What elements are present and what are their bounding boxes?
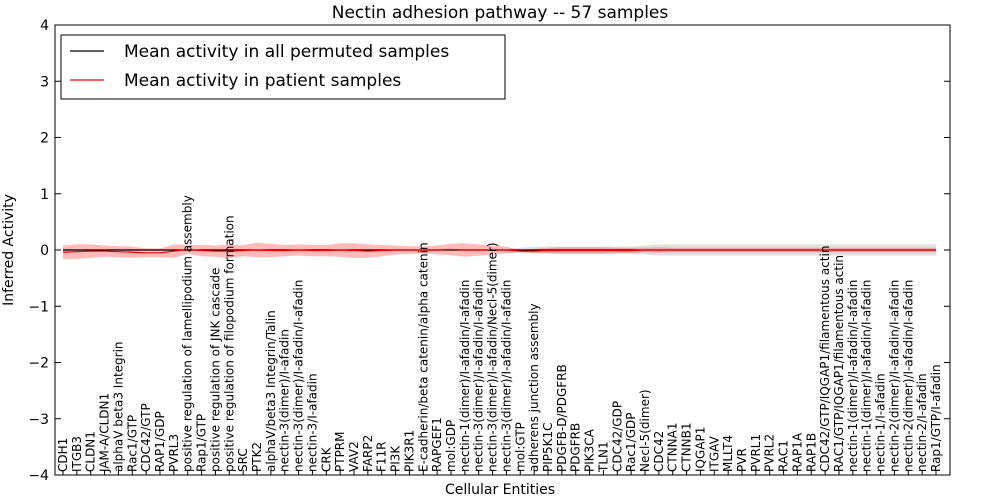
line-series-1 <box>62 248 936 254</box>
x-tick-label: nectin-3(dimer)/I-afadin/I-afadin <box>292 280 306 472</box>
legend-box <box>60 34 506 100</box>
y-tick-label: −4 <box>28 468 49 484</box>
x-tick-label: CTNNB1 <box>680 422 694 472</box>
x-tick-label: PTK2 <box>250 442 264 472</box>
x-tick-label: PVR <box>735 448 749 472</box>
y-tick-label: 1 <box>40 187 49 203</box>
x-tick-label: nectin-1/I-afadin <box>874 373 888 472</box>
x-tick-label: PIK3CA <box>583 428 597 472</box>
x-tick-label: nectin-1(dimer)/I-afadin/I-afadin <box>860 280 874 472</box>
x-tick-label: IQGAP1 <box>693 427 707 472</box>
legend: Mean activity in all permuted samples Me… <box>60 34 506 100</box>
y-axis-label: Inferred Activity <box>1 194 17 306</box>
x-tick-label: nectin-1(dimer)/I-afadin/I-afadin <box>458 280 472 472</box>
x-tick-label: CLDN1 <box>84 431 98 472</box>
x-tick-label: CTNNA1 <box>666 422 680 472</box>
x-tick-label: RAP1B <box>804 433 818 472</box>
y-tick-label: 2 <box>40 131 49 147</box>
x-tick-label: CDC42 <box>652 431 666 472</box>
x-tick-label: MLLT4 <box>721 435 735 472</box>
x-tick-label: PI3K <box>389 445 403 472</box>
x-tick-label: nectin-3(dimer)/I-afadin/Necl-5(dimer) <box>486 242 500 472</box>
x-tick-label: VAV2 <box>347 441 361 472</box>
x-tick-label: nectin-3(dimer)/I-afadin/I-afadin <box>472 280 486 472</box>
x-tick-label: PVRL3 <box>167 434 181 472</box>
x-tick-label: ITGB3 <box>70 436 84 472</box>
x-tick-label: RAPGEF1 <box>430 417 444 472</box>
x-tick-label: Rac1/GDP <box>624 413 638 472</box>
x-tick-label: RAP1/GDP <box>153 411 167 472</box>
y-tick-label: 3 <box>40 74 49 90</box>
x-tick-label: mol:GDP <box>444 420 458 472</box>
x-tick-label: Rac1/GTP <box>125 415 139 472</box>
legend-label-permuted: Mean activity in all permuted samples <box>124 42 449 62</box>
x-tick-label: nectin-1(dimer)/I-afadin/I-afadin <box>846 280 860 472</box>
x-tick-label: PIK3R1 <box>402 430 416 472</box>
x-tick-label: nectin-3(dimer)/I-afadin/I-afadin <box>499 280 513 472</box>
x-tick-label: nectin-3(dimer)/I-afadin <box>278 329 292 472</box>
y-tick-label: −2 <box>28 356 49 372</box>
y-axis-ticks: 4 3 2 1 0 −1 −2 −3 −4 <box>28 18 950 484</box>
x-tick-label: CDC42/GDP <box>610 401 624 472</box>
y-tick-label: −1 <box>28 299 49 315</box>
x-tick-label: mol:GTP <box>513 422 527 472</box>
x-tick-label: nectin-2(dimer)/I-afadin/I-afadin <box>901 280 915 472</box>
y-tick-label: 0 <box>40 243 49 259</box>
x-tick-label: Rap1/GTP <box>195 414 209 472</box>
x-tick-label: PDGFB-D/PDGFRB <box>555 364 569 472</box>
x-tick-label: Rap1/GTP/I-afadin <box>929 364 943 472</box>
x-tick-label: PVRL2 <box>763 434 777 472</box>
chart-title: Nectin adhesion pathway -- 57 samples <box>332 3 669 23</box>
x-axis-label: Cellular Entities <box>445 482 555 498</box>
x-tick-label: FARP2 <box>361 435 375 472</box>
band-series-1 <box>63 242 936 259</box>
x-tick-label: PIP5K1C <box>541 422 555 472</box>
x-tick-label: F11R <box>375 441 389 472</box>
x-tick-label: SRC <box>236 448 250 472</box>
y-tick-label: 4 <box>40 18 49 34</box>
x-tick-label: JAM-A/CLDN1 <box>98 393 112 473</box>
x-tick-label: CDC42/GTP/IQGAP1/filamentous actin <box>818 246 832 472</box>
x-tick-label: nectin-2(dimer)/I-afadin/I-afadin <box>887 280 901 472</box>
x-tick-label: PVRL1 <box>749 434 763 472</box>
x-tick-label: ITGAV <box>707 435 721 472</box>
x-tick-label: CRK <box>319 446 333 472</box>
x-tick-label: nectin-3/I-afadin <box>305 373 319 472</box>
x-tick-label: PDGFRB <box>569 423 583 472</box>
series-lines <box>62 248 936 254</box>
x-tick-label: nectin-2/I-afadin <box>915 373 929 472</box>
x-tick-label: RAP1A <box>790 432 804 472</box>
x-tick-label: CDC42/GTP <box>139 403 153 472</box>
x-tick-label: positive regulation of lamellipodium ass… <box>181 195 195 472</box>
x-tick-label: positive regulation of filopodium format… <box>222 215 236 472</box>
x-tick-label: RAC1 <box>777 440 791 472</box>
x-tick-label: E-cadherin/beta catenin/alpha catenin <box>416 242 430 472</box>
y-tick-label: −3 <box>28 412 49 428</box>
x-tick-label: CDH1 <box>56 438 70 472</box>
x-tick-label: TLN1 <box>596 441 610 473</box>
x-tick-label: RAC1/GTP/IQGAP1/filamentous actin <box>832 255 846 472</box>
legend-label-patient: Mean activity in patient samples <box>124 71 401 91</box>
x-tick-label: alphaV beta3 Integrin <box>111 341 125 472</box>
x-tick-label: adherens junction assembly <box>527 303 541 472</box>
x-tick-label: PTPRM <box>333 432 347 473</box>
x-tick-label: positive regulation of JNK cascade <box>208 268 222 472</box>
x-tick-label: Necl-5(dimer) <box>638 389 652 472</box>
x-tick-label: alphaV/beta3 Integrin/Talin <box>264 310 278 472</box>
